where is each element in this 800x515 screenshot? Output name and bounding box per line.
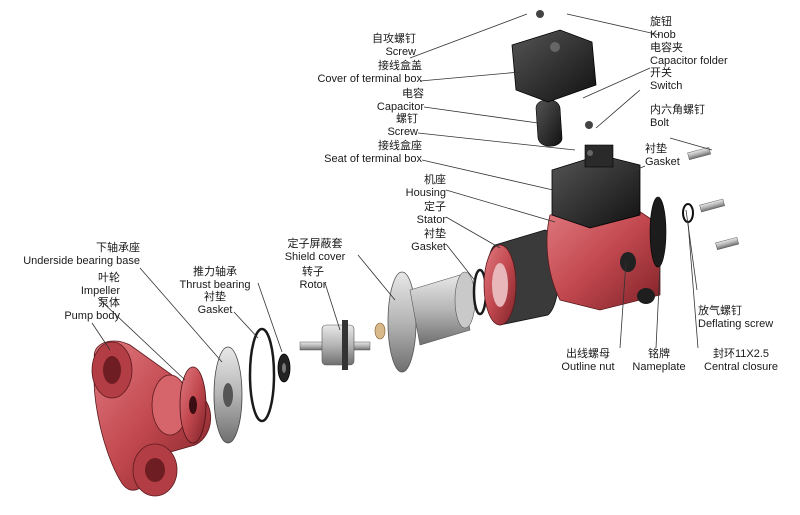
stator-part	[483, 229, 560, 326]
label-knob: 旋钮 Knob	[650, 16, 676, 41]
shield-cover-part	[387, 271, 476, 373]
label-nameplate: 铭牌 Nameplate	[632, 348, 686, 373]
pump-body-part	[91, 340, 212, 497]
label-pump-body: 泵体 Pump body	[64, 297, 120, 322]
thrust-bearing-part	[277, 353, 291, 383]
label-impeller: 叶轮 Impeller	[80, 272, 120, 297]
label-bolt: 内六角螺钉 Bolt	[650, 104, 705, 129]
terminal-box-cover-part	[511, 10, 597, 103]
housing-part	[546, 204, 661, 311]
label-screw-mid: 螺钉 Screw	[387, 113, 418, 138]
rotor-part	[299, 320, 386, 370]
capacitor-part	[535, 99, 563, 147]
label-cover-box: 接线盒盖 Cover of terminal box	[317, 60, 422, 85]
label-deflating: 放气螺钉 Deflating screw	[698, 305, 774, 330]
label-switch: 开关 Switch	[650, 67, 683, 92]
label-cap-folder: 电容夹 Capacitor folder	[650, 42, 728, 67]
impeller-part	[179, 366, 207, 444]
label-shield-cover: 定子屏蔽套 Shield cover	[284, 238, 346, 263]
bolts-part	[687, 146, 739, 251]
label-rotor: 转子 Rotor	[299, 266, 327, 291]
label-capacitor: 电容 Capacitor	[376, 88, 424, 113]
label-outline-nut: 出线螺母 Outline nut	[561, 348, 615, 373]
label-central-closure: 封环11X2.5 Central closure	[704, 348, 778, 373]
label-gasket-left: 衬垫 Gasket	[411, 228, 446, 253]
label-stator: 定子 Stator	[416, 201, 446, 226]
leader-lines	[91, 13, 713, 381]
underside-bearing-base-part	[213, 346, 243, 444]
gasket-ring-part	[248, 327, 276, 423]
central-closure-part	[682, 203, 694, 223]
terminal-box-seat-part	[551, 121, 641, 229]
label-gasket-mid: 衬垫 Gasket	[197, 291, 233, 316]
label-gasket-right: 衬垫 Gasket	[645, 143, 680, 168]
label-under-bearing: 下轴承座 Underside bearing base	[23, 242, 140, 267]
label-seat-box: 接线盒座 Seat of terminal box	[324, 140, 422, 165]
label-housing: 机座 Housing	[405, 174, 446, 199]
label-screw-top: 自攻螺钉 Screw	[372, 33, 416, 58]
label-thrust-bearing: 推力轴承 Thrust bearing	[179, 266, 251, 291]
nameplate-part	[649, 196, 667, 268]
